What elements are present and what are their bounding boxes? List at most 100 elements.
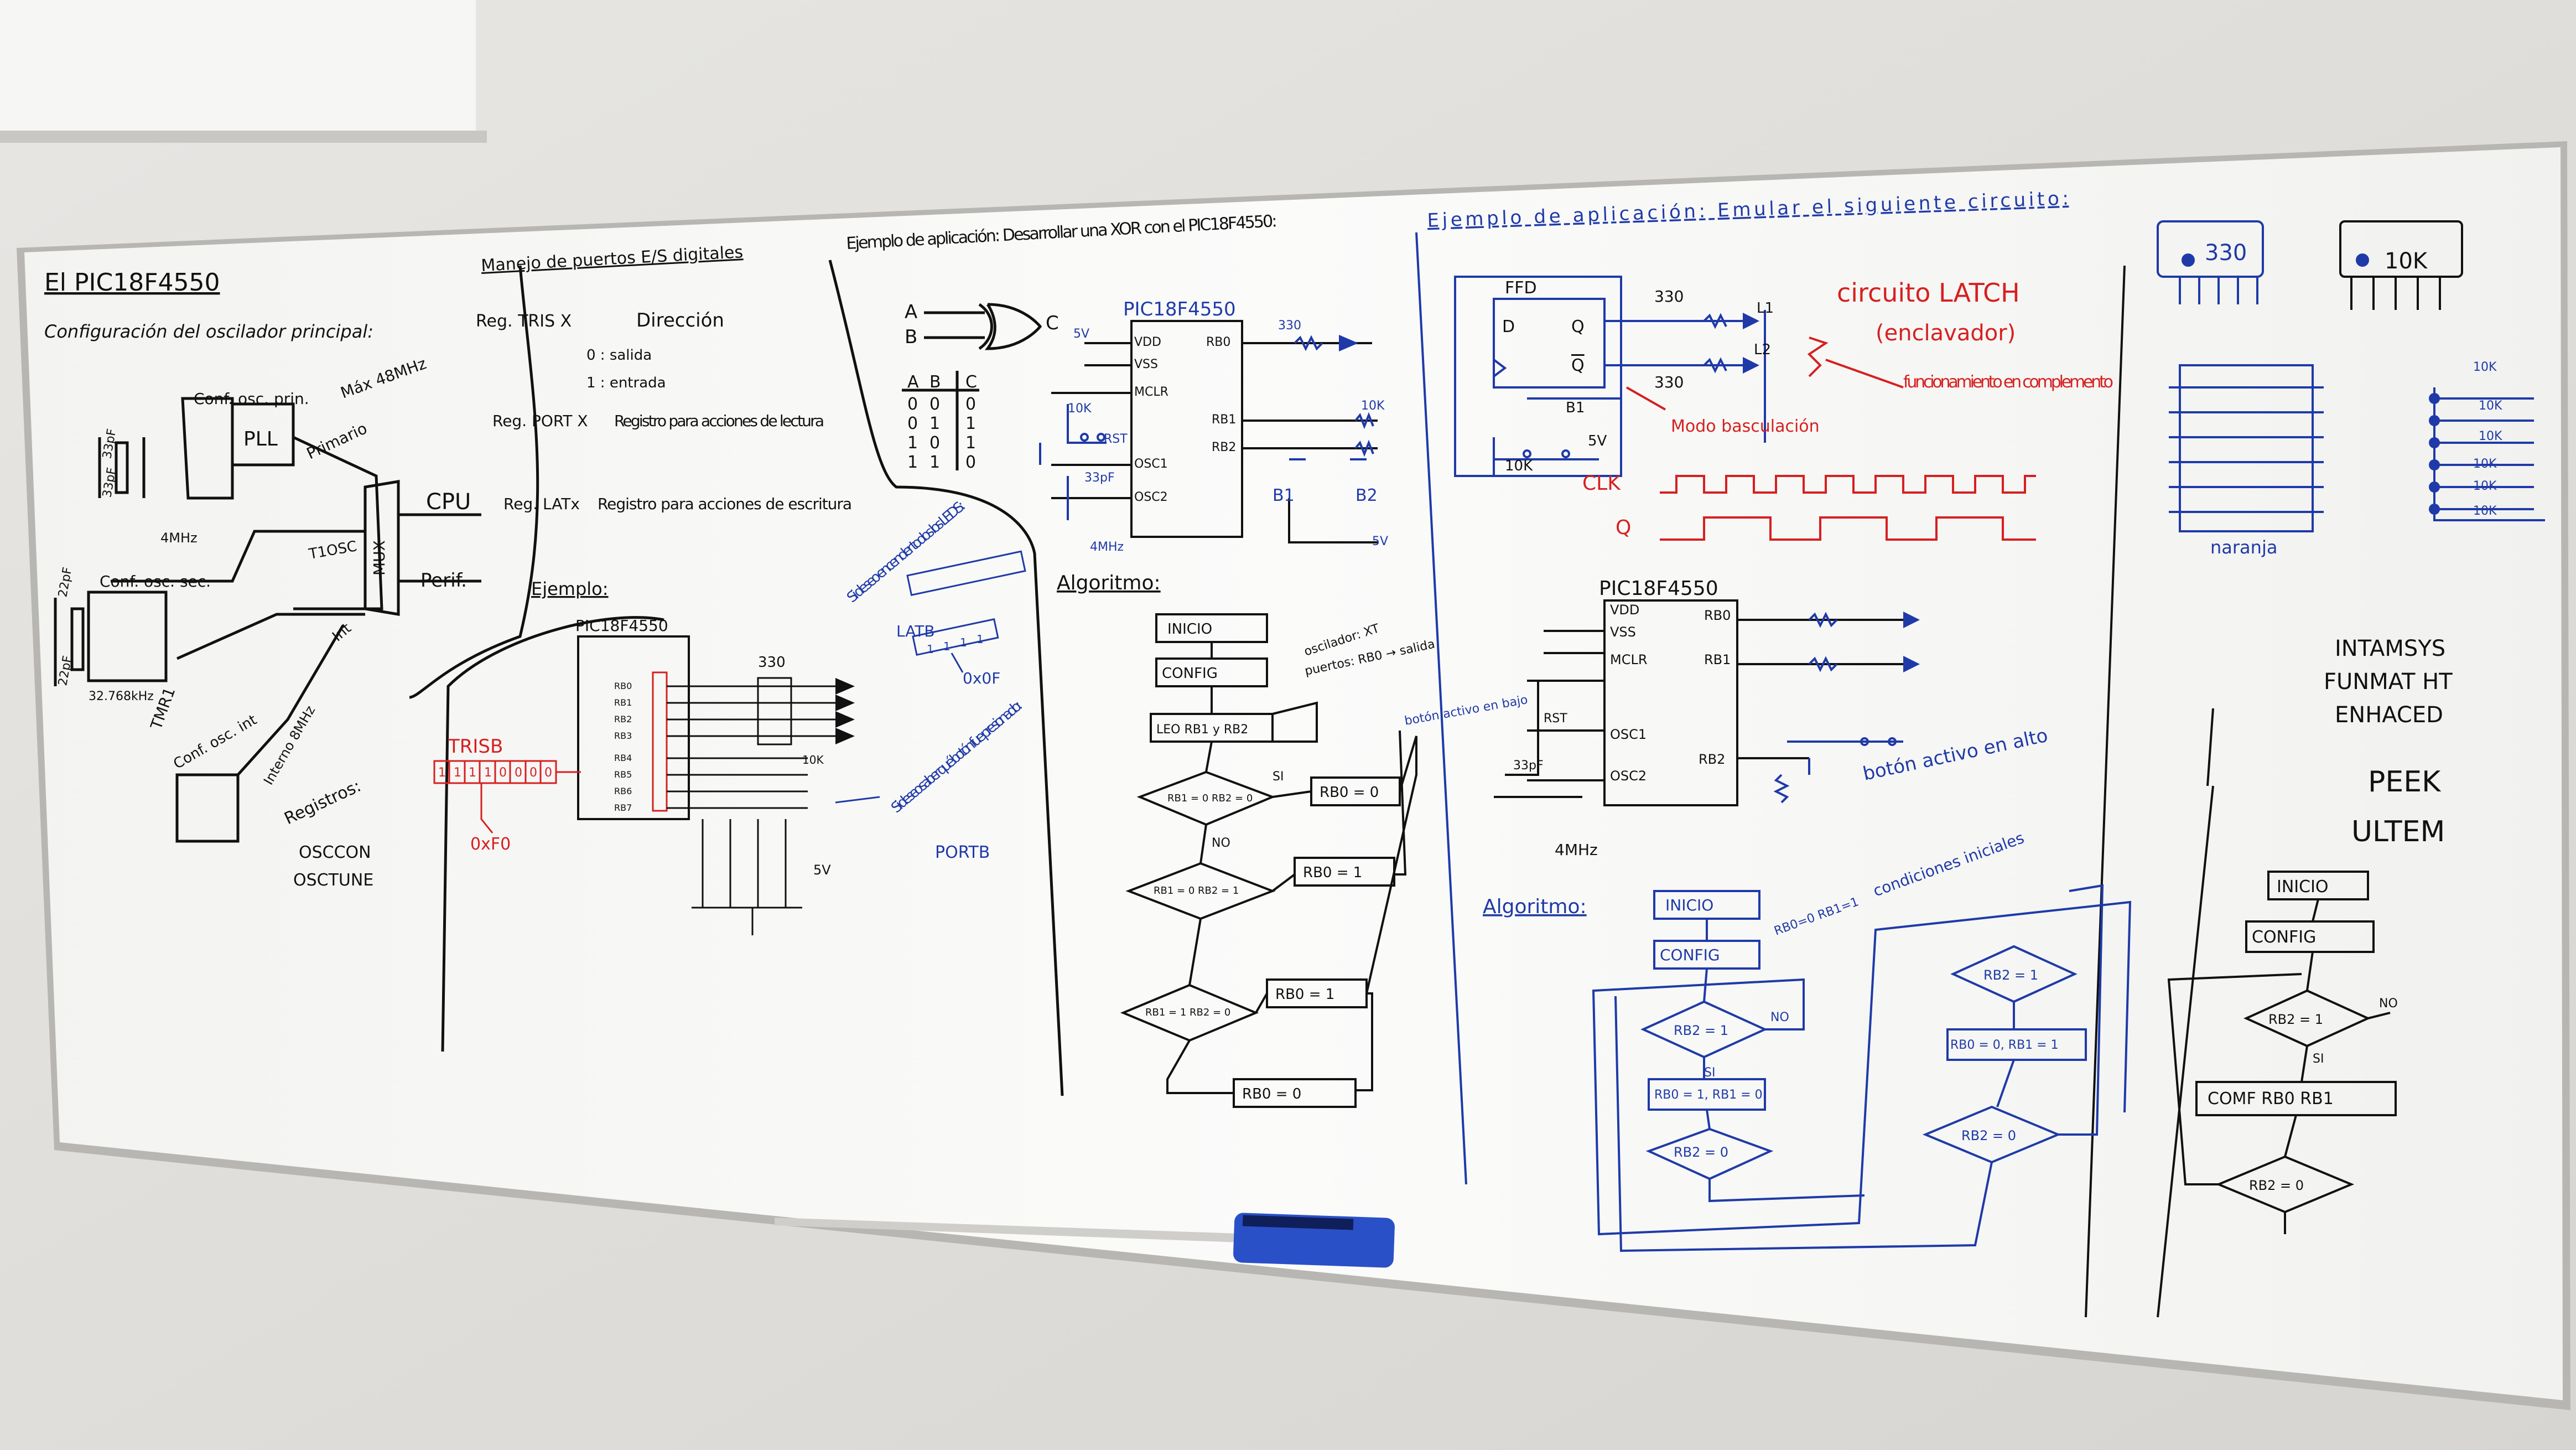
funmat: FUNMAT HT: [2324, 669, 2453, 695]
truth-r3-c: 0: [965, 453, 976, 472]
pll-box: PLL: [243, 428, 278, 450]
peek: PEEK: [2368, 765, 2442, 799]
ffd-q: Q: [1571, 317, 1585, 336]
xor-c: C: [1046, 312, 1059, 334]
k-label-4: 10K: [2473, 479, 2497, 493]
trisb-bit-0: 0: [544, 766, 552, 780]
osccon: OSCCON: [299, 843, 371, 862]
truth-r1-c: 1: [965, 414, 976, 433]
latch-config: CONFIG: [1660, 946, 1720, 964]
latch-mhz: 4MHz: [1555, 841, 1598, 859]
trisb-bit-4: 1: [484, 766, 492, 780]
oxf0: 0xF0: [470, 835, 511, 854]
salida: 0 : salida: [586, 347, 652, 364]
s5-config: CONFIG: [2252, 928, 2316, 947]
xor-10k: 10K: [1361, 399, 1385, 413]
trisx-reg: Reg. TRIS X: [476, 312, 572, 331]
latch-rst: RST: [1544, 712, 1567, 726]
ultem: ULTEM: [2351, 815, 2445, 848]
truth-r2-c: 1: [965, 433, 976, 453]
k-label-0: 10K: [2473, 360, 2497, 374]
truth-r1-b: 1: [929, 414, 940, 433]
xor-rb0: RB0: [1206, 335, 1230, 349]
latch-title: circuito LATCH: [1837, 278, 2020, 308]
xor-b2: B2: [1355, 486, 1378, 505]
xor-config: CONFIG: [1162, 665, 1218, 682]
xor-5v-b: 5V: [1372, 535, 1388, 548]
latch-rb1: RB1: [1704, 652, 1731, 667]
trisb-bit-1: 0: [529, 766, 537, 780]
pic-ports: PIC18F4550: [575, 617, 668, 635]
xor-r330: 330: [1278, 319, 1301, 333]
latch-algoritmo: Algoritmo:: [1483, 895, 1587, 918]
rb-pin-0: RB0: [614, 681, 632, 691]
reg-escritura: Registro para acciones de escritura: [598, 495, 852, 513]
latb-bit-0: 1: [977, 633, 984, 646]
trisb-bit-7: 1: [438, 766, 446, 780]
latch-d1: RB2 = 1: [1674, 1023, 1728, 1038]
truth-r0-c: 0: [965, 395, 976, 414]
marker-tray: [775, 1218, 1256, 1243]
truth-r1-a: 0: [907, 414, 918, 433]
projector-screen: [0, 0, 487, 143]
latch-a2: RB0 = 0, RB1 = 1: [1950, 1038, 2059, 1052]
xor-no: NO: [1212, 836, 1230, 850]
xor-d1: RB1 = 0 RB2 = 0: [1167, 793, 1253, 804]
latch-enclavador: (enclavador): [1876, 320, 2016, 346]
xor-4mhz: 4MHz: [1090, 540, 1124, 554]
xor-a3: RB0 = 1: [1275, 986, 1334, 1003]
latb-bit-2: 1: [943, 640, 951, 653]
latch-pic: PIC18F4550: [1599, 577, 1718, 600]
s5-si: SI: [2313, 1052, 2324, 1066]
naranja: naranja: [2210, 537, 2277, 558]
latch-osc2: OSC2: [1610, 768, 1647, 784]
clk-label: CLK: [1582, 472, 1621, 495]
truth-r0-b: 0: [929, 395, 940, 414]
latb-bit-3: 1: [927, 643, 934, 656]
latch-modo: Modo basculación: [1671, 417, 1820, 436]
s5-inicio: INICIO: [2277, 877, 2329, 897]
latch-vss: VSS: [1610, 624, 1636, 640]
rb-pin-1: RB1: [614, 697, 632, 708]
latch-r330a: 330: [1654, 287, 1684, 305]
xor-33pf: 33pF: [1084, 471, 1115, 485]
latch-funcionan: funcionamiento en complemento: [1903, 372, 2113, 392]
k-label-5: 10K: [2473, 504, 2497, 518]
truth-h-c: C: [965, 372, 977, 392]
truth-r2-a: 1: [907, 433, 918, 453]
osctune: OSCTUNE: [293, 871, 373, 890]
k10-ports: 10K: [802, 753, 824, 767]
latx-reg: Reg. LATx: [503, 495, 580, 513]
ffd-d: D: [1502, 317, 1515, 336]
section-xor: Ejemplo de aplicación: Desarrollar una X…: [828, 211, 1436, 1108]
xor-b: B: [905, 326, 917, 348]
truth-r0-a: 0: [907, 395, 918, 414]
conf-osc-prin: Conf. osc. prin.: [194, 390, 309, 408]
latch-vdd: VDD: [1610, 602, 1639, 618]
sec1-title: El PIC18F4550: [44, 268, 220, 297]
xor-rst: RST: [1104, 432, 1128, 446]
latch-b1: B1: [1566, 400, 1585, 416]
truth-h-b: B: [929, 372, 941, 392]
xor-a4: RB0 = 0: [1242, 1086, 1301, 1102]
latch-d4: RB2 = 0: [1961, 1128, 2016, 1143]
latch-a1: RB0 = 1, RB1 = 0: [1654, 1088, 1763, 1102]
sip-10k: 10K: [2385, 248, 2428, 274]
rb-pin-7: RB7: [614, 802, 632, 813]
q-label: Q: [1616, 516, 1631, 539]
sec1-subtitle: Configuración del oscilador principal:: [44, 321, 373, 342]
latb-bit-1: 1: [960, 636, 967, 649]
sip-330: 330: [2205, 240, 2247, 266]
xor-osc1: OSC1: [1134, 457, 1168, 471]
perif: Perif.: [420, 569, 467, 592]
xor-leo: LEO RB1 y RB2: [1156, 723, 1248, 737]
xor-rb2: RB2: [1212, 441, 1236, 454]
k-label-3: 10K: [2473, 457, 2497, 471]
latch-rb0: RB0: [1704, 608, 1731, 623]
intamsys: INTAMSYS: [2335, 636, 2445, 661]
xor-b1: B1: [1273, 486, 1295, 505]
mux: MUX: [370, 540, 388, 576]
ffd-qn: Q: [1571, 356, 1585, 375]
latch-no: NO: [1770, 1011, 1789, 1024]
